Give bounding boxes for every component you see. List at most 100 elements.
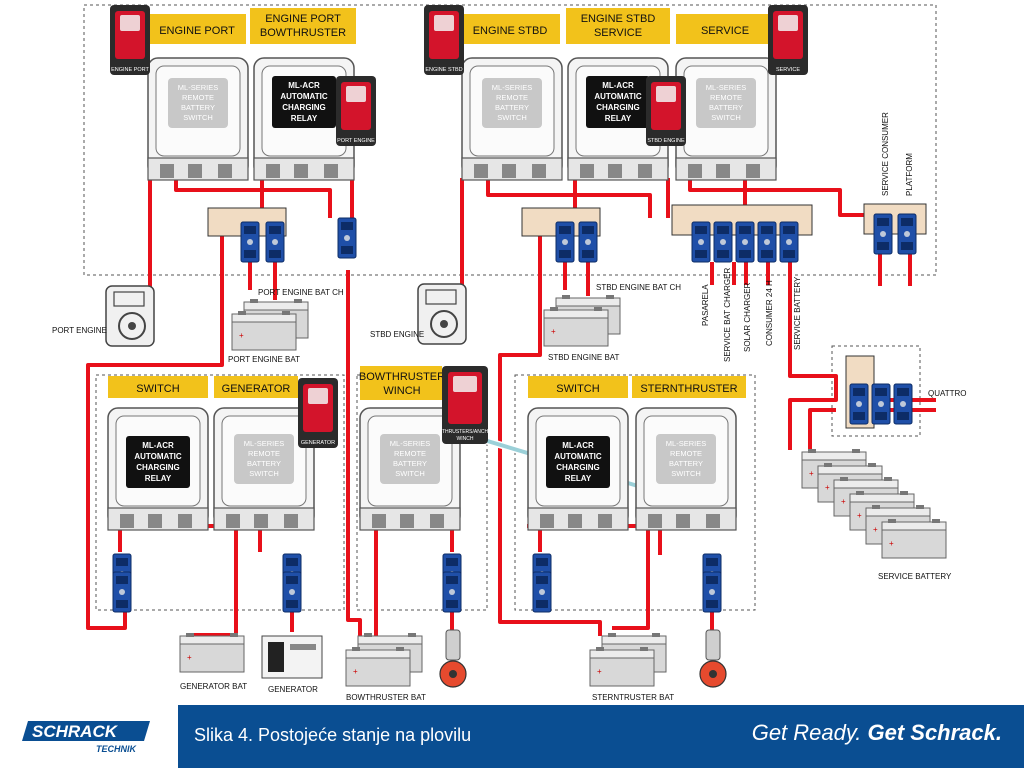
remote-switch-sternthruster: ML-SERIES REMOTE BATTERY SWITCH <box>635 407 737 531</box>
footer: SCHRACK TECHNIK Slika 4. Postojeće stanj… <box>0 705 1024 768</box>
svg-text:REMOTE: REMOTE <box>670 449 702 458</box>
label-stbd-engine: STBD ENGINE <box>370 330 424 339</box>
svg-text:WINCH: WINCH <box>457 436 474 442</box>
label-stbd-engine-bat: STBD ENGINE BAT <box>548 353 620 362</box>
acr-switch-left: ML-ACR AUTOMATIC CHARGING RELAY <box>107 407 209 531</box>
stbd-engine-icon <box>417 283 467 345</box>
wiring-diagram: + <box>52 4 967 702</box>
svg-text:BATTERY: BATTERY <box>495 103 529 112</box>
label-service-battery-bank: SERVICE BATTERY <box>878 572 952 581</box>
stbd-engine-battery-2 <box>543 306 609 347</box>
label-sternthruster-bat: STERNTRUSTER BAT <box>592 693 674 702</box>
svg-text:CHARGING: CHARGING <box>596 103 640 112</box>
remote-switch-engine-port: ML-SERIES REMOTE BATTERY SWITCH <box>147 57 249 181</box>
label-platform: PLATFORM <box>905 153 914 196</box>
panel-thrusters-anchor-winch: THRUSTERS/ANCH WINCH <box>442 366 488 444</box>
header-service <box>676 14 774 44</box>
svg-text:REMOTE: REMOTE <box>496 93 528 102</box>
label-port-engine-bat-ch: PORT ENGINE BAT CH <box>258 288 344 297</box>
generator-unit-icon <box>261 635 323 679</box>
svg-text:REMOTE: REMOTE <box>182 93 214 102</box>
svg-text:RELAY: RELAY <box>605 114 632 123</box>
header-sternthruster: STERNTHRUSTER <box>640 383 737 395</box>
logo-brand-1: SCHRACK <box>32 722 119 741</box>
svg-text:RELAY: RELAY <box>565 474 592 483</box>
svg-text:ML-ACR: ML-ACR <box>288 81 320 90</box>
svg-text:STBD ENGINE: STBD ENGINE <box>647 138 685 144</box>
header-switch-left: SWITCH <box>136 383 179 395</box>
remote-switch-bowthruster-winch: ML-SERIES REMOTE BATTERY SWITCH <box>359 407 461 531</box>
footer-caption: Slika 4. Postojeće stanje na plovilu <box>194 725 472 745</box>
svg-text:ML-SERIES: ML-SERIES <box>178 83 218 92</box>
label-solar-charger: SOLAR CHARGER <box>743 282 752 352</box>
svg-text:AUTOMATIC: AUTOMATIC <box>134 452 181 461</box>
svg-text:CHARGING: CHARGING <box>136 463 180 472</box>
slogan-part-2: Get Schrack. <box>867 720 1002 745</box>
port-engine-icon <box>105 285 155 347</box>
svg-text:CHARGING: CHARGING <box>282 103 326 112</box>
svg-text:ENGINE STBD: ENGINE STBD <box>425 67 462 73</box>
label-service-bat-charger: SERVICE BAT CHARGER <box>723 268 732 362</box>
header-service-label: SERVICE <box>701 25 749 37</box>
svg-text:GENERATOR: GENERATOR <box>301 440 335 446</box>
header-engine-stbd <box>460 14 560 44</box>
svg-text:ML-ACR: ML-ACR <box>562 441 594 450</box>
svg-text:AUTOMATIC: AUTOMATIC <box>280 92 327 101</box>
bowthruster-battery-2 <box>345 646 411 687</box>
svg-text:ML-ACR: ML-ACR <box>142 441 174 450</box>
svg-text:BATTERY: BATTERY <box>181 103 215 112</box>
svg-text:CHARGING: CHARGING <box>556 463 600 472</box>
svg-text:BATTERY: BATTERY <box>393 459 427 468</box>
header-engine-port <box>148 14 246 44</box>
svg-text:ML-SERIES: ML-SERIES <box>244 439 284 448</box>
label-port-engine: PORT ENGINE <box>52 326 107 335</box>
header-engine-stbd-service-line2: SERVICE <box>594 27 642 39</box>
logo-brand-2: TECHNIK <box>96 744 137 754</box>
svg-text:SWITCH: SWITCH <box>711 113 741 122</box>
svg-text:REMOTE: REMOTE <box>394 449 426 458</box>
generator-battery <box>179 632 245 673</box>
bottom-headers: SWITCH GENERATOR BOWTHRUSTER WINCH SWITC… <box>108 366 746 400</box>
port-engine-battery-2 <box>231 310 297 351</box>
label-service-battery-line: SERVICE BATTERY <box>793 276 802 350</box>
remote-switch-service: ML-SERIES REMOTE BATTERY SWITCH <box>675 57 777 181</box>
svg-text:SWITCH: SWITCH <box>497 113 527 122</box>
svg-text:ENGINE PORT: ENGINE PORT <box>111 67 149 73</box>
header-engine-stbd-label: ENGINE STBD <box>473 25 548 37</box>
bowthruster-icon <box>439 629 467 688</box>
svg-text:BATTERY: BATTERY <box>247 459 281 468</box>
acr-switch-right: ML-ACR AUTOMATIC CHARGING RELAY <box>527 407 629 531</box>
label-pasarela: PASARELA <box>701 284 710 326</box>
header-engine-stbd-service-line1: ENGINE STBD <box>581 13 656 25</box>
panel-engine-port: ENGINE PORT <box>110 5 150 75</box>
acr-engine-stbd-service: ML-ACR AUTOMATIC CHARGING RELAY <box>567 57 669 181</box>
svg-text:ML-SERIES: ML-SERIES <box>706 83 746 92</box>
header-generator: GENERATOR <box>222 383 291 395</box>
label-consumer-24h: CONSUMER 24 H <box>765 280 774 346</box>
service-battery-bank <box>801 448 947 559</box>
bottom-labels: GENERATOR BAT GENERATOR BOWTHRUSTER BAT … <box>180 682 674 702</box>
schrack-logo: SCHRACK TECHNIK <box>22 721 150 754</box>
svg-text:REMOTE: REMOTE <box>710 93 742 102</box>
label-generator-bat: GENERATOR BAT <box>180 682 247 691</box>
svg-text:ML-SERIES: ML-SERIES <box>666 439 706 448</box>
svg-text:SWITCH: SWITCH <box>183 113 213 122</box>
svg-text:ML-SERIES: ML-SERIES <box>390 439 430 448</box>
svg-text:BATTERY: BATTERY <box>709 103 743 112</box>
svg-text:RELAY: RELAY <box>291 114 318 123</box>
svg-text:REMOTE: REMOTE <box>248 449 280 458</box>
header-switch-right: SWITCH <box>556 383 599 395</box>
panel-port-engine: PORT ENGINE <box>336 76 376 146</box>
dashed-enclosures <box>83 4 937 611</box>
svg-text:ML-SERIES: ML-SERIES <box>492 83 532 92</box>
header-engine-port-bowthruster-line2: BOWTHRUSTER <box>260 27 346 39</box>
svg-text:SWITCH: SWITCH <box>249 469 279 478</box>
label-quattro: QUATTRO <box>928 389 967 398</box>
panel-service: SERVICE <box>768 5 808 75</box>
header-bowthruster-winch-line2: WINCH <box>383 385 420 397</box>
header-bowthruster-winch-line1: BOWTHRUSTER <box>359 371 445 383</box>
panel-generator: GENERATOR <box>298 378 338 448</box>
panel-engine-stbd: ENGINE STBD <box>424 5 464 75</box>
remote-switch-generator: ML-SERIES REMOTE BATTERY SWITCH <box>213 407 315 531</box>
svg-text:SWITCH: SWITCH <box>395 469 425 478</box>
